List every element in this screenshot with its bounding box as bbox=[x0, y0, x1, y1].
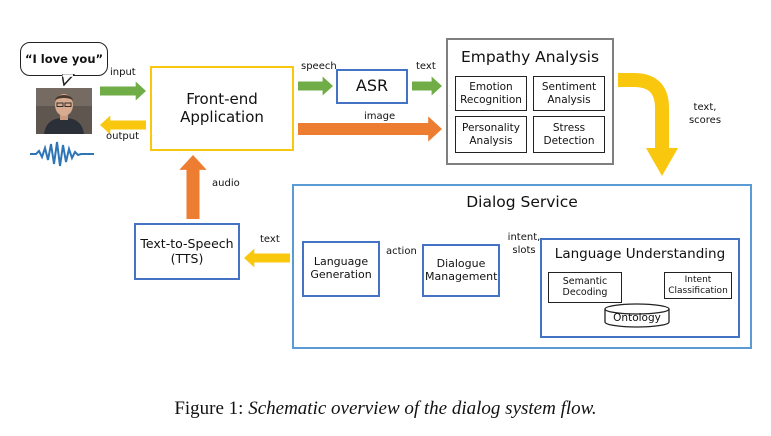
asr-box: ASR bbox=[336, 69, 408, 104]
figure-caption-prefix: Figure 1: bbox=[174, 398, 249, 419]
arrow-text-scores-shaft bbox=[618, 73, 669, 150]
front-end-application-box: Front-end Application bbox=[150, 66, 294, 151]
edge-label-text-asr: text bbox=[416, 61, 436, 72]
arrow-text-tts bbox=[244, 248, 290, 268]
stress-detection-box: Stress Detection bbox=[533, 116, 605, 153]
arrow-audio bbox=[179, 155, 207, 219]
sentiment-analysis-label: Sentiment Analysis bbox=[541, 81, 597, 106]
stress-detection-label: Stress Detection bbox=[543, 122, 595, 147]
personality-analysis-box: Personality Analysis bbox=[455, 116, 527, 153]
audio-waveform-icon bbox=[30, 141, 94, 167]
figure-caption-text: Schematic overview of the dialog system … bbox=[248, 398, 597, 419]
asr-label: ASR bbox=[355, 76, 389, 96]
semantic-decoding-box: Semantic Decoding bbox=[548, 272, 622, 303]
edge-label-audio: audio bbox=[212, 178, 240, 189]
speech-bubble-tail bbox=[62, 74, 76, 86]
intent-classification-box: Intent Classification bbox=[664, 272, 732, 299]
dialogue-management-box: Dialogue Management bbox=[422, 244, 500, 297]
emotion-recognition-label: Emotion Recognition bbox=[460, 81, 522, 106]
edge-label-text-scores: text, scores bbox=[688, 102, 722, 126]
edge-label-image: image bbox=[364, 111, 396, 122]
arrow-image bbox=[298, 116, 442, 142]
edge-label-speech: speech bbox=[301, 61, 337, 72]
speech-bubble: “I love you” bbox=[20, 42, 108, 76]
tts-box: Text-to-Speech (TTS) bbox=[134, 223, 240, 280]
figure-caption: Figure 1: Schematic overview of the dial… bbox=[0, 398, 771, 420]
intent-classification-label: Intent Classification bbox=[668, 275, 728, 296]
emotion-recognition-box: Emotion Recognition bbox=[455, 76, 527, 111]
language-understanding-title: Language Understanding bbox=[554, 246, 726, 262]
sentiment-analysis-box: Sentiment Analysis bbox=[533, 76, 605, 111]
semantic-decoding-label: Semantic Decoding bbox=[562, 275, 608, 298]
personality-analysis-label: Personality Analysis bbox=[462, 122, 520, 147]
ontology-cylinder bbox=[604, 303, 670, 328]
empathy-analysis-title: Empathy Analysis bbox=[460, 48, 600, 66]
language-generation-box: Language Generation bbox=[302, 241, 380, 297]
arrow-input bbox=[100, 81, 146, 101]
edge-label-input: input bbox=[110, 67, 136, 78]
edge-label-output: output bbox=[106, 131, 139, 142]
ontology-label: Ontology bbox=[613, 312, 661, 324]
speech-bubble-text: “I love you” bbox=[24, 52, 104, 66]
language-generation-label: Language Generation bbox=[310, 255, 372, 281]
edge-label-text-tts: text bbox=[260, 234, 280, 245]
front-end-application-label: Front-end Application bbox=[180, 90, 264, 126]
edge-label-intent-slots: intent, slots bbox=[507, 232, 541, 256]
arrow-text-asr bbox=[412, 76, 442, 96]
person-photo-icon bbox=[36, 88, 92, 134]
arrow-output bbox=[100, 115, 146, 135]
edge-label-action: action bbox=[386, 246, 417, 257]
arrow-text-scores-head bbox=[646, 148, 678, 176]
dialogue-management-label: Dialogue Management bbox=[425, 256, 498, 283]
tts-label: Text-to-Speech (TTS) bbox=[140, 236, 234, 266]
arrow-speech bbox=[298, 76, 333, 96]
dialog-service-title: Dialog Service bbox=[466, 193, 578, 211]
